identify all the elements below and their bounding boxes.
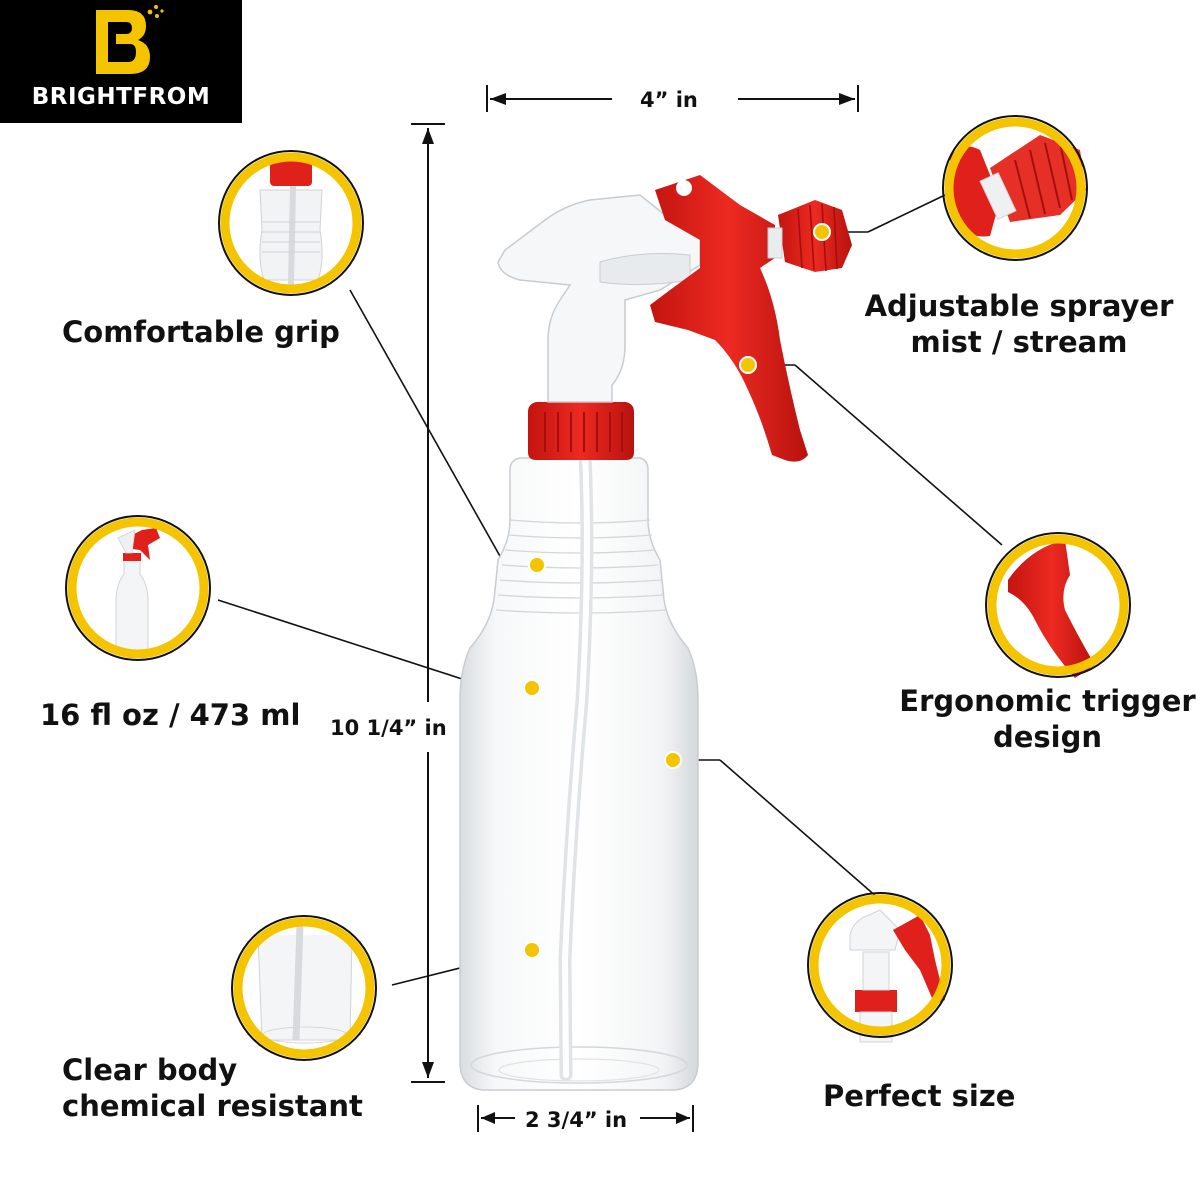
dimension-width: 4” in bbox=[640, 88, 698, 112]
callout-capacity bbox=[65, 515, 211, 661]
feature-trigger-line1: Ergonomic trigger bbox=[899, 684, 1196, 718]
dimension-base: 2 3/4” in bbox=[525, 1108, 628, 1132]
sprayer-head bbox=[497, 194, 701, 403]
feature-sprayer-line2: mist / stream bbox=[910, 325, 1128, 359]
brand-monogram-icon bbox=[96, 5, 164, 74]
feature-trigger-label: Ergonomic trigger design bbox=[895, 683, 1200, 755]
feature-clear-line2: chemical resistant bbox=[62, 1089, 363, 1123]
brand-name: BRIGHTFROM bbox=[31, 84, 211, 110]
brand-logo: BRIGHTFROM bbox=[0, 0, 242, 123]
dimension-height: 10 1/4” in bbox=[330, 716, 447, 740]
marker-dots bbox=[523, 223, 831, 959]
spray-bottle bbox=[459, 175, 852, 1091]
feature-grip-label: Comfortable grip bbox=[62, 315, 340, 349]
feature-trigger-line2: design bbox=[992, 720, 1103, 754]
connector-capacity bbox=[217, 599, 491, 689]
feature-sprayer-label: Adjustable sprayer mist / stream bbox=[860, 288, 1178, 360]
callout-grip bbox=[218, 150, 364, 296]
feature-size-label: Perfect size bbox=[823, 1079, 1016, 1113]
feature-capacity-label: 16 fl oz / 473 ml bbox=[40, 698, 301, 732]
dimension-arrows bbox=[411, 85, 859, 1132]
callout-trigger bbox=[985, 532, 1131, 678]
feature-sprayer-line1: Adjustable sprayer bbox=[864, 289, 1174, 323]
callout-clear bbox=[231, 915, 377, 1061]
feature-clear-line1: Clear body bbox=[62, 1053, 238, 1087]
callout-size bbox=[807, 892, 953, 1043]
feature-clear-label: Clear body chemical resistant bbox=[62, 1052, 363, 1124]
callout-sprayer bbox=[942, 115, 1088, 261]
bottle-cap bbox=[528, 402, 634, 460]
